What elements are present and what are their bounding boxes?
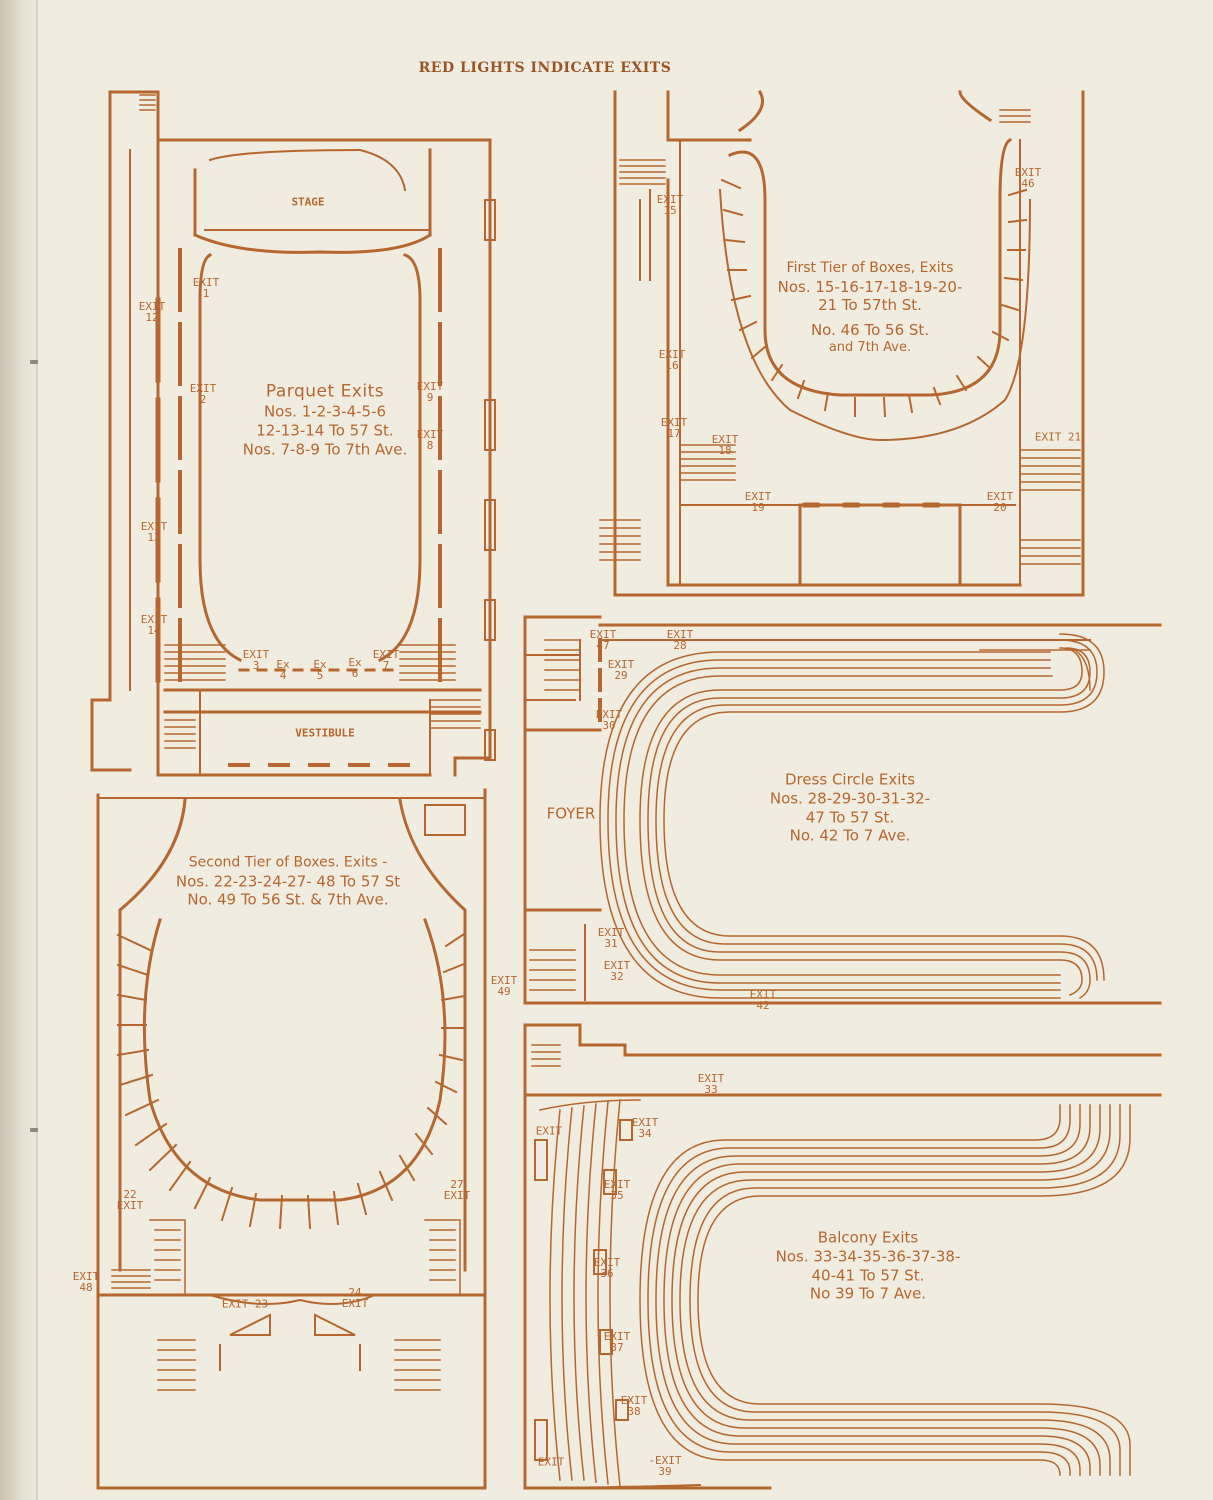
stage-label: STAGE	[291, 195, 325, 209]
parquet-heading: Parquet Exits	[265, 381, 385, 402]
parquet-line-3: Nos. 7-8-9 To 7th Ave.	[242, 440, 408, 458]
parquet-plan	[90, 90, 496, 777]
exit-23-label: EXIT 23	[221, 1297, 269, 1311]
second-tier-title: Second Tier of Boxes. Exits - Nos. 22-23…	[176, 855, 400, 910]
first-tier-line-1: Nos. 15-16-17-18-19-20-	[777, 277, 963, 296]
exit-balcony-upper-label: EXIT	[535, 1124, 563, 1138]
balcony-title: Balcony Exits Nos. 33-34-35-36-37-38- 40…	[776, 1229, 961, 1304]
balcony-heading: Balcony Exits	[817, 1228, 919, 1247]
first-tier-line-2: 21 To 57th St.	[818, 296, 922, 315]
first-tier-plan	[599, 89, 1085, 597]
second-tier-plan	[96, 788, 487, 1490]
balcony-line-3: No 39 To 7 Ave.	[809, 1284, 927, 1303]
balcony-line-2: 40-41 To 57 St.	[811, 1266, 925, 1284]
first-tier-line-3: No. 46 To 56 St.	[810, 321, 930, 339]
first-tier-heading: First Tier of Boxes, Exits	[786, 260, 954, 276]
exit-balcony-lower-label: EXIT	[537, 1455, 565, 1469]
dress-circle-plan	[523, 615, 1162, 1005]
second-tier-line-2: No. 49 To 56 St. & 7th Ave.	[187, 890, 389, 909]
page-header: RED LIGHTS INDICATE EXITS	[418, 60, 672, 76]
balcony-line-1: Nos. 33-34-35-36-37-38-	[775, 1247, 961, 1266]
staple-top	[30, 360, 38, 364]
dress-circle-title: Dress Circle Exits Nos. 28-29-30-31-32- …	[770, 771, 930, 846]
foyer-label: FOYER	[546, 804, 596, 823]
second-tier-heading: Second Tier of Boxes. Exits -	[188, 854, 388, 871]
balcony-plan	[523, 1023, 1162, 1490]
dress-circle-line-1: Nos. 28-29-30-31-32-	[769, 789, 931, 808]
parquet-line-1: Nos. 1-2-3-4-5-6	[263, 402, 387, 421]
dress-circle-line-3: No. 42 To 7 Ave.	[789, 826, 911, 845]
first-tier-line-4: and 7th Ave.	[828, 339, 912, 355]
vestibule-label: VESTIBULE	[295, 726, 355, 740]
staple-bottom	[30, 1128, 38, 1132]
exit-21-label: EXIT 21	[1034, 430, 1082, 444]
first-tier-title: First Tier of Boxes, Exits Nos. 15-16-17…	[778, 260, 963, 356]
dress-circle-line-2: 47 To 57 St.	[805, 808, 895, 826]
parquet-line-2: 12-13-14 To 57 St.	[256, 421, 394, 440]
second-tier-line-1: Nos. 22-23-24-27- 48 To 57 St	[175, 872, 401, 890]
binding-edge	[36, 0, 38, 1500]
parquet-title: Parquet Exits Nos. 1-2-3-4-5-6 12-13-14 …	[243, 381, 408, 459]
binding-spine	[0, 0, 38, 1500]
dress-circle-heading: Dress Circle Exits	[784, 770, 916, 789]
